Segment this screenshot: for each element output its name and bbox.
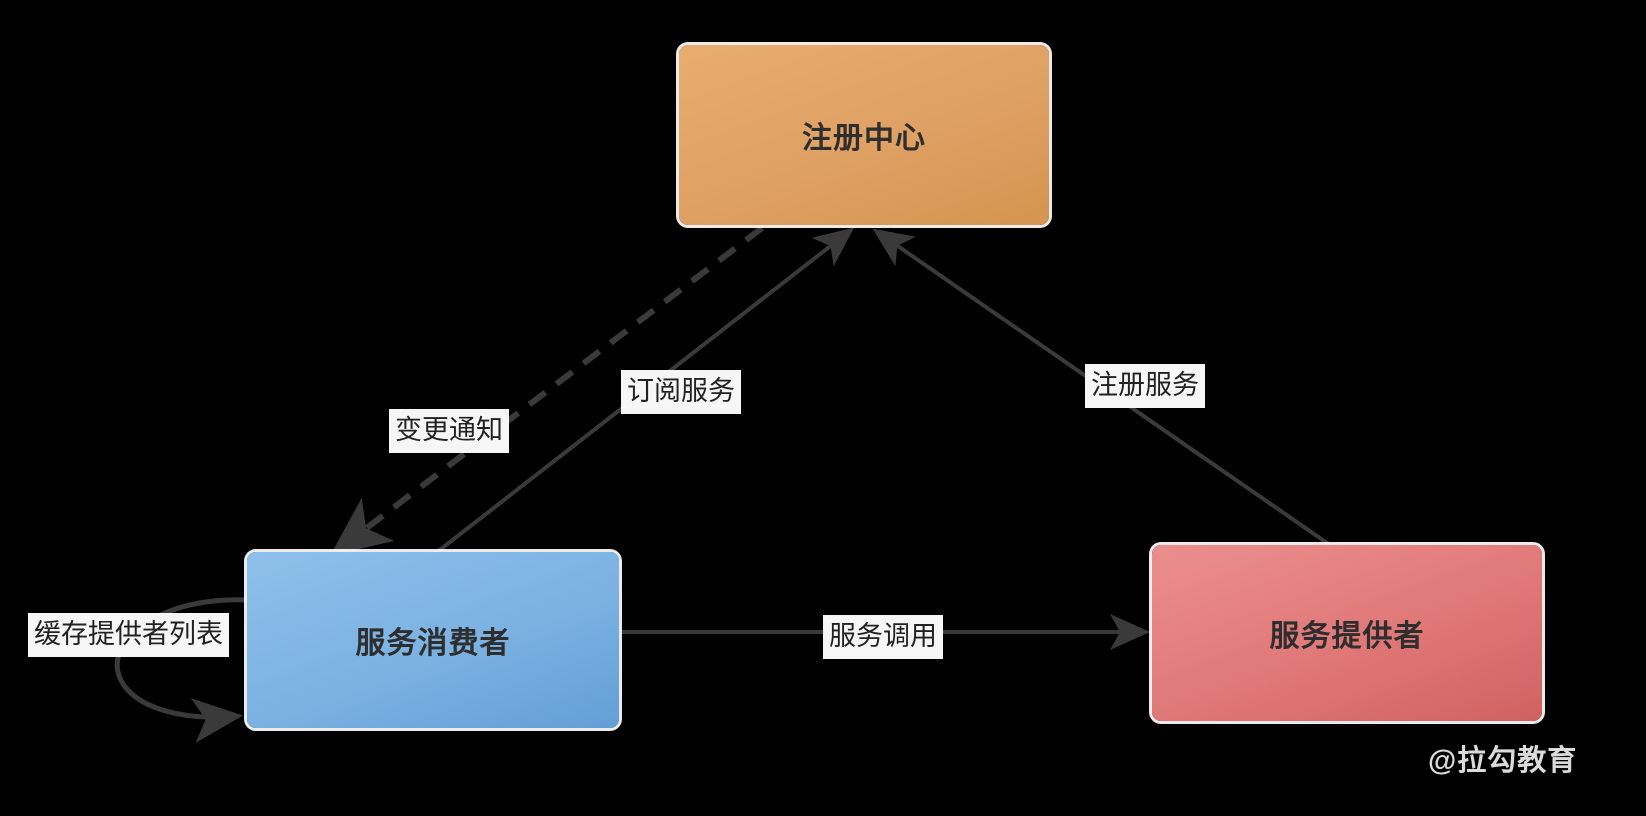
edge-label-invoke: 服务调用 (823, 615, 943, 660)
edge-label-cache-provider-list: 缓存提供者列表 (28, 613, 229, 658)
edge-label-change-notice: 变更通知 (389, 409, 509, 454)
edge-change-notice (330, 225, 764, 556)
node-service-provider[interactable]: 服务提供者 (1152, 545, 1542, 721)
watermark: @拉勾教育 (1428, 745, 1578, 777)
edge-label-register: 注册服务 (1085, 364, 1205, 409)
node-registry-center-label: 注册中心 (802, 122, 926, 155)
node-service-consumer[interactable]: 服务消费者 (247, 552, 619, 728)
edge-label-subscribe: 订阅服务 (621, 370, 741, 415)
node-service-consumer-label: 服务消费者 (355, 627, 511, 660)
node-registry-center[interactable]: 注册中心 (679, 45, 1049, 225)
edge-cache-list (114, 597, 249, 743)
node-service-provider-label: 服务提供者 (1269, 620, 1425, 653)
